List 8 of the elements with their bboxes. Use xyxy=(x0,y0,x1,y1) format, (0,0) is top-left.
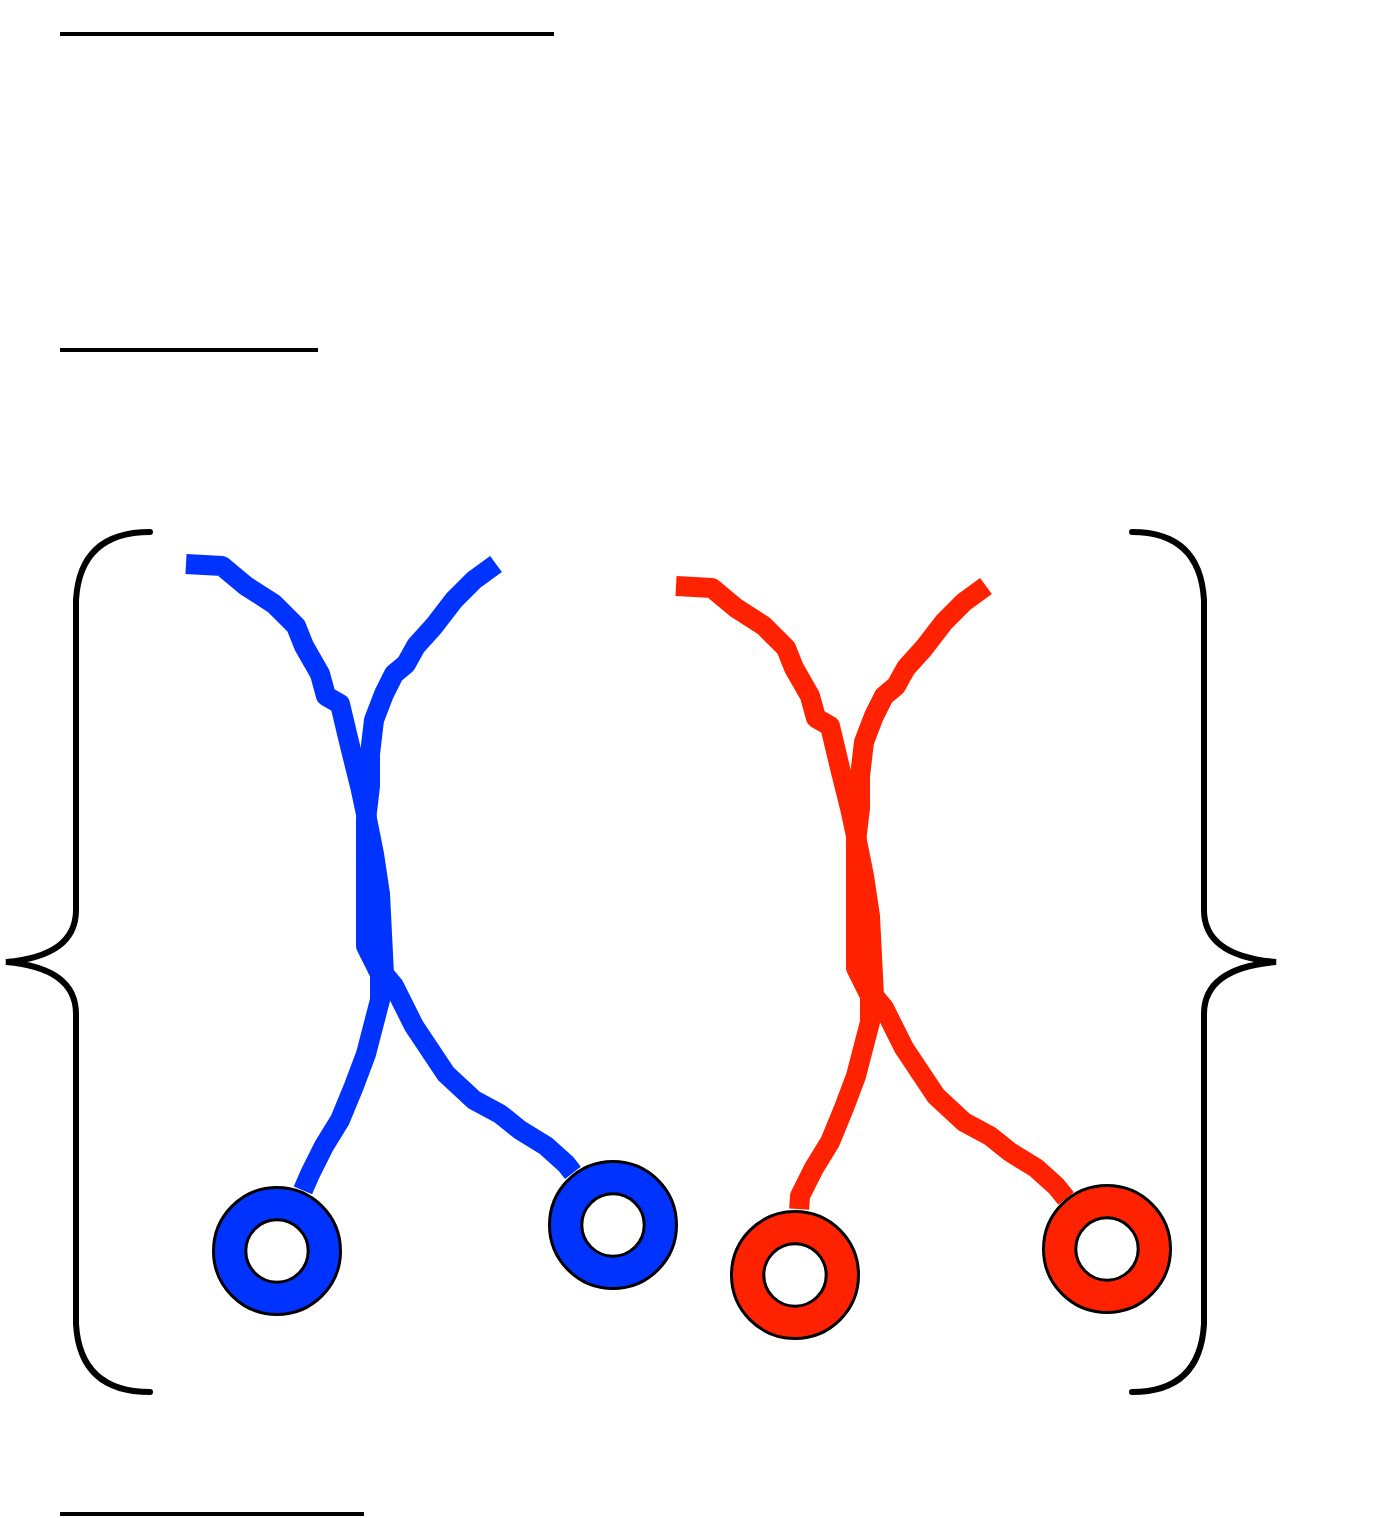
ring xyxy=(730,1209,860,1339)
wavy-strand xyxy=(293,555,502,1195)
ring xyxy=(212,1185,342,1315)
wavy-strand xyxy=(675,576,1074,1205)
wavy-strand xyxy=(789,577,992,1210)
wavy-strand xyxy=(185,554,581,1179)
ring xyxy=(548,1159,678,1289)
ring xyxy=(1042,1184,1172,1314)
